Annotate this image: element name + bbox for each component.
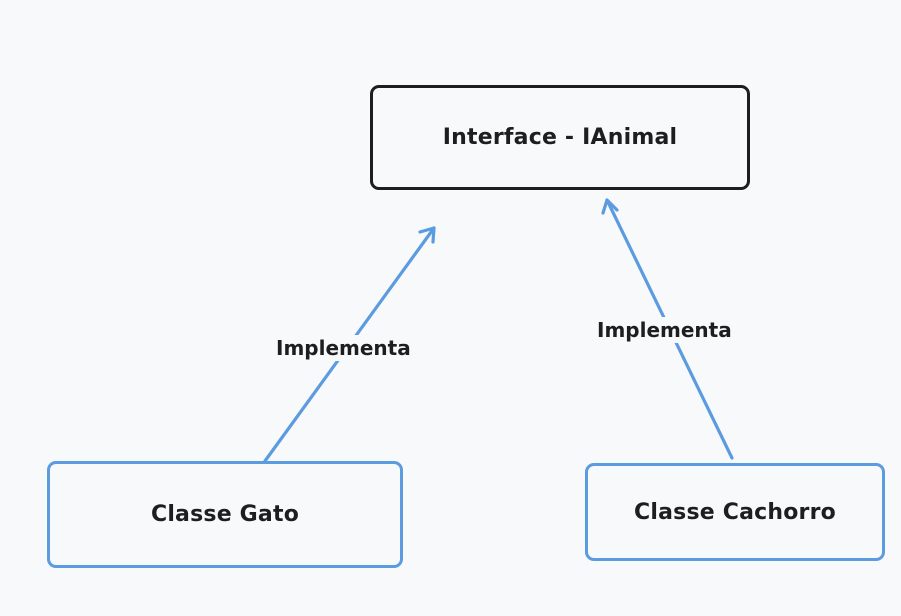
- classe-cachorro-node[interactable]: Classe Cachorro: [585, 463, 885, 561]
- classe-cachorro-label: Classe Cachorro: [634, 499, 836, 525]
- classe-gato-label: Classe Gato: [150, 502, 300, 527]
- arrow-gato-head: [418, 226, 436, 244]
- interface-ianimal-label: Interface - IAnimal: [442, 125, 678, 150]
- classe-gato-node[interactable]: Classe Gato: [47, 461, 403, 568]
- edge-label-cachorro-implementa: Implementa: [594, 317, 735, 343]
- arrow-cachorro-head: [601, 198, 619, 215]
- edge-label-gato-implementa: Implementa: [273, 335, 414, 361]
- interface-ianimal-node[interactable]: Interface - IAnimal: [370, 85, 750, 190]
